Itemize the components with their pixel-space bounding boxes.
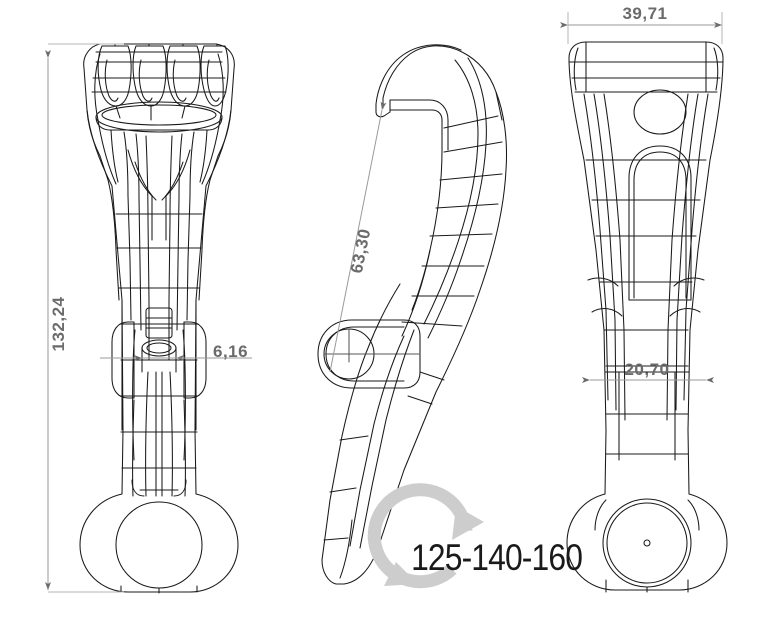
- dimension-value-overall-height: 132,24: [49, 296, 68, 351]
- dimension-value-profile-length: 63,30: [347, 227, 374, 275]
- dimension-value-neck-width: 20,70: [624, 360, 669, 379]
- watermark-label: 125-140-160: [411, 538, 582, 579]
- dimension-overall-height: 132,24: [45, 43, 124, 593]
- circular-arrow-head-icon: [452, 506, 484, 540]
- watermark: 125-140-160: [367, 483, 583, 589]
- dimension-top-width: 39,71: [560, 4, 723, 44]
- rear-view: [566, 41, 728, 593]
- side-view: [317, 44, 507, 585]
- dimension-value-gap-width: 6,16: [213, 342, 248, 361]
- dimension-neck-width: 20,70: [582, 360, 714, 383]
- circular-arrow-tail-icon: [384, 562, 418, 586]
- front-view: [79, 43, 239, 594]
- circular-arrow-icon: [367, 483, 473, 589]
- dimension-gap-width: 6,16: [100, 342, 252, 361]
- dimension-value-top-width: 39,71: [622, 4, 667, 23]
